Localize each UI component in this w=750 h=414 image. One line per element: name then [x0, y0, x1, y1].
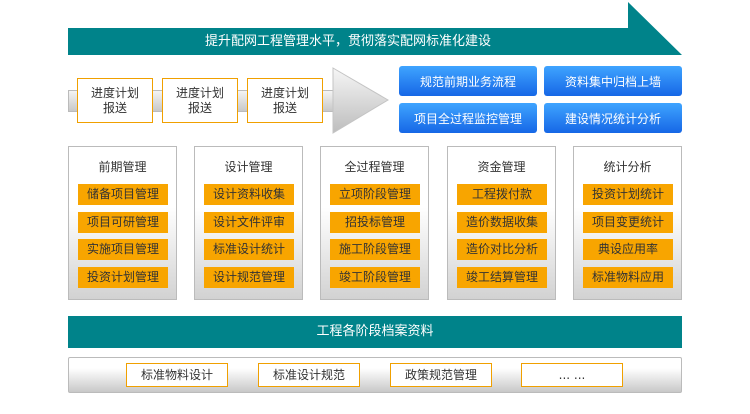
archive-item[interactable]: 标准设计规范 [258, 363, 360, 387]
module-column: 前期管理储备项目管理项目可研管理实施项目管理投资计划管理 [68, 146, 177, 300]
arrow-right-icon [332, 67, 389, 134]
module-item[interactable]: 造价数据收集 [457, 212, 547, 233]
step-box: 进度计划报送 [77, 78, 153, 123]
step-box: 进度计划报送 [247, 78, 323, 123]
module-item[interactable]: 储备项目管理 [78, 184, 168, 205]
module-title: 全过程管理 [344, 160, 405, 174]
module-item[interactable]: 工程拨付款 [457, 184, 547, 205]
module-item[interactable]: 投资计划统计 [583, 184, 673, 205]
module-column: 设计管理设计资料收集设计文件评审标准设计统计设计规范管理 [194, 146, 303, 300]
banner-arrow [68, 2, 682, 55]
goal-button[interactable]: 资料集中归档上墙 [544, 66, 682, 96]
module-item[interactable]: 竣工结算管理 [457, 267, 547, 288]
module-item[interactable]: 立项阶段管理 [330, 184, 420, 205]
goal-button[interactable]: 规范前期业务流程 [399, 66, 537, 96]
module-column: 统计分析投资计划统计项目变更统计典设应用率标准物料应用 [573, 146, 682, 300]
module-item[interactable]: 设计规范管理 [204, 267, 294, 288]
goal-button[interactable]: 建设情况统计分析 [544, 103, 682, 133]
step-box: 进度计划报送 [162, 78, 238, 123]
module-title: 统计分析 [603, 160, 652, 174]
module-column: 全过程管理立项阶段管理招投标管理施工阶段管理竣工阶段管理 [320, 146, 429, 300]
module-item[interactable]: 标准设计统计 [204, 239, 294, 260]
archive-item[interactable]: 标准物料设计 [126, 363, 228, 387]
module-item[interactable]: 投资计划管理 [78, 267, 168, 288]
module-column: 资金管理工程拨付款造价数据收集造价对比分析竣工结算管理 [447, 146, 556, 300]
module-title: 前期管理 [98, 160, 147, 174]
archive-item[interactable]: 政策规范管理 [390, 363, 492, 387]
module-item[interactable]: 标准物料应用 [583, 267, 673, 288]
module-item[interactable]: 典设应用率 [583, 239, 673, 260]
module-item[interactable]: 实施项目管理 [78, 239, 168, 260]
module-item[interactable]: 施工阶段管理 [330, 239, 420, 260]
banner-title: 提升配网工程管理水平，贯彻落实配网标准化建设 [204, 34, 491, 49]
module-item[interactable]: 项目可研管理 [78, 212, 168, 233]
module-item[interactable]: 招投标管理 [330, 212, 420, 233]
archive-item[interactable]: ... ... [521, 363, 623, 387]
module-title: 设计管理 [224, 160, 273, 174]
module-item[interactable]: 设计文件评审 [204, 212, 294, 233]
goal-button[interactable]: 项目全过程监控管理 [399, 103, 537, 133]
module-item[interactable]: 设计资料收集 [204, 184, 294, 205]
module-title: 资金管理 [477, 160, 526, 174]
module-item[interactable]: 竣工阶段管理 [330, 267, 420, 288]
archive-title: 工程各阶段档案资料 [68, 316, 682, 348]
module-item[interactable]: 造价对比分析 [457, 239, 547, 260]
module-item[interactable]: 项目变更统计 [583, 212, 673, 233]
